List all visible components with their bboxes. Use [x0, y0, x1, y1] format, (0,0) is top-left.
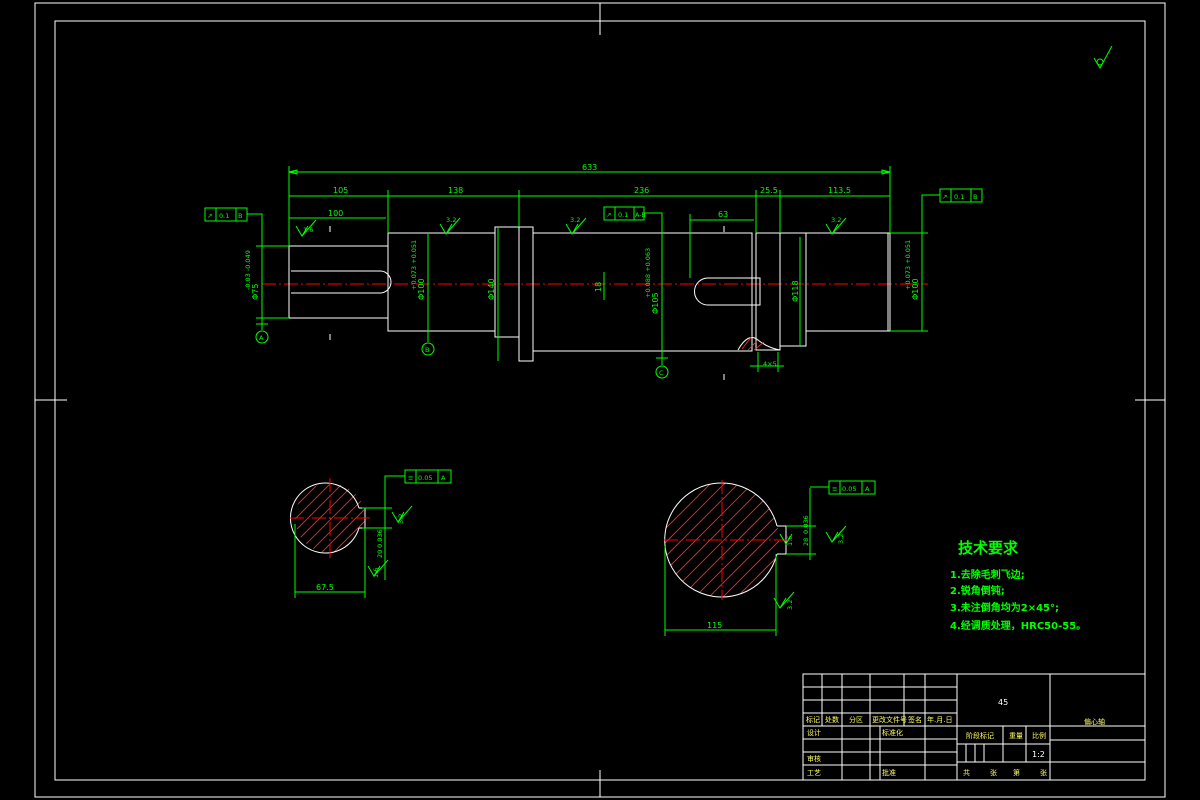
sec2-key-tol: 0.036	[802, 515, 810, 534]
roughness-label-4: 3.2	[831, 216, 841, 224]
tb-scale: 1:2	[1032, 750, 1045, 759]
gdt-mid-sym: ↗	[606, 211, 611, 219]
tb-check: 审核	[807, 754, 821, 763]
tb-label-date: 年.月.日	[927, 715, 952, 724]
dim-dia-2-tol: +0.073 +0.051	[410, 240, 418, 290]
sec2-key: 28	[802, 538, 810, 546]
sec1-width: 67.5	[316, 583, 334, 592]
tb-weight: 重量	[1009, 732, 1023, 740]
sec1-gdt-val: 0.05	[418, 474, 432, 482]
gdt-mid-val: 0.1	[618, 211, 628, 219]
roughness-label-2: 3.2	[446, 216, 456, 224]
dim-seg1: 105	[333, 186, 348, 195]
tb-bottom-3: 第	[1013, 768, 1020, 777]
title-block	[802, 673, 1146, 781]
roughness-symbols	[295, 217, 847, 237]
centering-marks	[35, 3, 1165, 797]
sec2-gdt-sym: ≡	[832, 485, 837, 493]
dim-dia-left: Φ75	[251, 284, 260, 300]
dim-overall: 633	[582, 163, 597, 172]
tech-item-1: 1.去除毛刺飞边;	[950, 568, 1025, 581]
shaft-main-view	[262, 226, 928, 380]
datum-b: B	[425, 346, 429, 354]
tb-material: 45	[998, 698, 1008, 707]
gdt-left-sym: ↗	[207, 212, 212, 220]
datum-a: A	[259, 334, 264, 342]
dim-dia-ecc: Φ118	[791, 280, 800, 302]
sec1-gdt-ref: A	[441, 474, 446, 482]
gdt-right-val: 0.1	[954, 193, 964, 201]
sec1-rough-2: 1.6	[372, 568, 380, 578]
dim-dia-right: Φ100	[911, 278, 920, 300]
tb-label-change: 更改文件号	[872, 715, 907, 724]
dim-dia-mid: Φ105	[651, 292, 660, 314]
sec2-gdt-ref: A	[865, 485, 870, 493]
gdt-left-ref: B	[238, 212, 242, 220]
tb-label-mark: 标记	[806, 715, 820, 724]
general-roughness-symbol	[1093, 45, 1113, 70]
section-view-1	[290, 469, 452, 598]
tb-bottom-2: 张	[990, 768, 997, 777]
gdt-mid-ref: A-B	[635, 211, 646, 219]
gdt-right-ref: B	[973, 193, 977, 201]
dim-dia-2: Φ100	[417, 278, 426, 300]
sec1-key-tol: 0.036	[376, 529, 384, 548]
gdt-frame-left	[204, 207, 263, 246]
tb-part-name: 偏心轴	[1084, 717, 1105, 726]
dim-dia-mid-tol: +0.088 +0.063	[644, 248, 652, 298]
inner-frame	[54, 20, 1146, 781]
sec2-rough-1: 1.6	[786, 536, 794, 546]
main-dimensions	[255, 166, 928, 379]
roughness-label-3: 3.2	[570, 216, 580, 224]
dim-seg2: 138	[448, 186, 463, 195]
tech-item-2: 2.锐角倒钝;	[950, 584, 1005, 597]
dim-seg4: 25.5	[760, 186, 778, 195]
dim-collar-w: 4×5	[763, 360, 777, 368]
roughness-label-1: 1.6	[303, 226, 313, 234]
sec2-width: 115	[707, 621, 722, 630]
gdt-frame-mid	[603, 206, 663, 233]
tb-label-sign: 签名	[908, 715, 922, 724]
tb-bottom-4: 张	[1040, 768, 1047, 777]
tech-title: 技术要求	[958, 539, 1019, 557]
gdt-left-val: 0.1	[219, 212, 229, 220]
dim-dia-left-tol: -0.03 -0.049	[244, 250, 252, 290]
tb-design: 设计	[807, 728, 821, 737]
tb-label-count: 处数	[825, 715, 839, 724]
dim-dia-collar: Φ140	[487, 278, 496, 300]
sec1-gdt-sym: ≡	[408, 474, 413, 482]
sec2-rough-3: 3.2	[786, 600, 794, 610]
gdt-frame-right	[921, 188, 983, 233]
gdt-right-sym: ↗	[942, 193, 947, 201]
outer-border	[34, 2, 1166, 798]
sec2-gdt-val: 0.05	[842, 485, 856, 493]
datum-c: C	[659, 369, 664, 377]
tb-approve: 批准	[882, 768, 896, 777]
dim-key1: 100	[328, 209, 343, 218]
sec2-rough-2: 3.2	[837, 534, 845, 544]
tech-item-3: 3.未注倒角均为2×45°;	[950, 601, 1059, 614]
dim-seg5: 113.5	[828, 186, 851, 195]
dim-seg3: 236	[634, 186, 649, 195]
dim-dia-right-tol: +0.073 +0.051	[904, 240, 912, 290]
tb-process: 工艺	[807, 769, 821, 777]
tb-label-zone: 分区	[849, 715, 863, 724]
sec1-rough-1: 3.2	[397, 514, 405, 524]
sec1-key: 20	[376, 550, 384, 558]
dim-ecc-offset: 18	[594, 282, 603, 292]
dim-key2: 63	[718, 210, 728, 219]
tb-bottom-1: 共	[963, 768, 970, 777]
tb-stage: 阶段标记	[966, 731, 994, 740]
tb-scale-label: 比例	[1032, 731, 1046, 740]
tb-standard: 标准化	[882, 728, 903, 737]
tech-item-4: 4.经调质处理，HRC50-55。	[950, 619, 1086, 632]
